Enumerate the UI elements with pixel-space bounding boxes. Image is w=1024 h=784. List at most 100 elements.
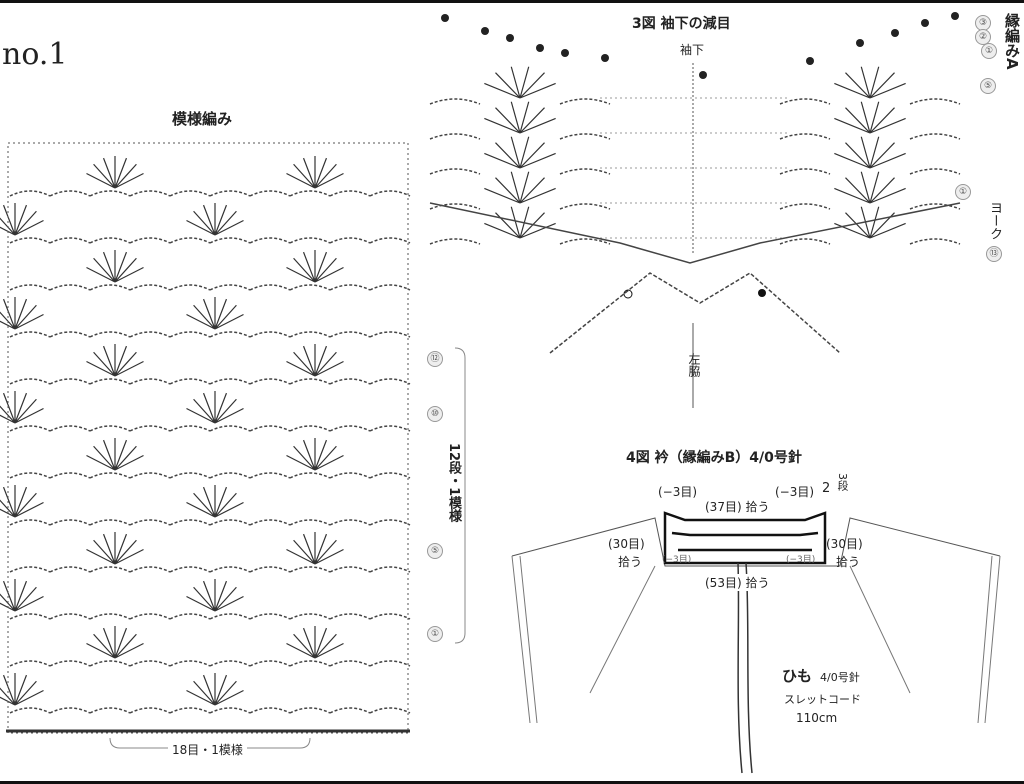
underarm-edge	[549, 272, 841, 354]
chain-arc	[169, 707, 211, 714]
chain-arc	[329, 378, 371, 385]
fan-stitch	[186, 391, 244, 424]
chain-arc	[49, 613, 91, 620]
chain-arc	[779, 203, 831, 210]
fan-stitch	[0, 673, 44, 706]
chain-arc	[369, 707, 411, 714]
chain-arc	[129, 707, 171, 714]
chain-arc	[209, 613, 251, 620]
picot-dot	[921, 19, 929, 27]
fan-stitch	[834, 206, 906, 239]
chain-arc	[249, 613, 291, 620]
chain-arc	[329, 566, 371, 573]
chain-arc	[129, 284, 171, 291]
chain-arc	[209, 284, 251, 291]
row-marker-5: ⑤	[427, 543, 443, 559]
chain-arc	[289, 660, 331, 667]
chain-arc	[9, 707, 51, 714]
row-marker-10: ⑩	[427, 406, 443, 422]
chain-arc	[329, 284, 371, 291]
chain-arc	[89, 237, 131, 244]
chain-arc	[169, 660, 211, 667]
chain-arc	[89, 707, 131, 714]
picot-dot	[481, 27, 489, 35]
fan-stitch	[86, 250, 144, 283]
chain-arc	[369, 613, 411, 620]
fan-stitch	[834, 101, 906, 134]
tie-cord	[737, 562, 753, 774]
fan-stitch	[484, 136, 556, 169]
chain-arc	[289, 707, 331, 714]
chain-arc	[909, 238, 961, 245]
chain-arc	[9, 331, 51, 338]
fig3-marker-5: ⑤	[980, 78, 996, 94]
chain-arc	[249, 425, 291, 432]
chain-arc	[429, 238, 481, 245]
raglan-lines	[589, 565, 911, 694]
fan-stitch	[286, 344, 344, 377]
fan-stitch	[484, 66, 556, 99]
chain-arc	[9, 613, 51, 620]
left-sleeve-edge	[511, 555, 538, 724]
picot-dot	[806, 57, 814, 65]
chain-arc	[429, 133, 481, 140]
chain-arc	[129, 425, 171, 432]
repeat-rows-label: 12段・1模様	[446, 443, 461, 523]
chain-arc	[289, 331, 331, 338]
fig4-pick-bottom: (53目) 拾う	[705, 574, 770, 591]
chain-arc	[209, 472, 251, 479]
chain-arc	[779, 133, 831, 140]
fan-stitch	[0, 579, 44, 612]
fig3-title: 3図 袖下の減目	[632, 16, 731, 32]
chain-arc	[329, 519, 371, 526]
chain-arc	[49, 660, 91, 667]
chain-arc	[129, 613, 171, 620]
chain-arc	[289, 284, 331, 291]
picot-dot	[699, 71, 707, 79]
chain-arc	[369, 284, 411, 291]
chain-arc	[369, 237, 411, 244]
chain-arc	[369, 519, 411, 526]
edge-marker-1: ①	[981, 43, 997, 59]
body-neckline	[511, 517, 1001, 567]
chain-arc	[169, 613, 211, 620]
repeat-stitches-label: 18目・1模様	[168, 741, 247, 758]
collar-outer	[663, 511, 827, 565]
fig4-dec-left: (−3目)	[658, 485, 698, 499]
left-chart-border	[7, 142, 409, 734]
chain-arc	[169, 190, 211, 197]
fig4-pick-top: (37目) 拾う	[705, 500, 770, 514]
chain-arc	[49, 519, 91, 526]
fig4-inner-left: (−3目)	[662, 555, 692, 565]
chain-arc	[209, 425, 251, 432]
chain-arc	[559, 133, 611, 140]
fan-stitch	[484, 171, 556, 204]
chain-arc	[289, 566, 331, 573]
yoke-row-marker: ⑬	[986, 246, 1002, 262]
chain-arc	[329, 331, 371, 338]
chain-arc	[129, 237, 171, 244]
chain-arc	[89, 566, 131, 573]
fan-stitch	[484, 101, 556, 134]
picot-dot	[951, 12, 959, 20]
fan-stitch	[834, 136, 906, 169]
chain-arc	[49, 566, 91, 573]
chain-arc	[9, 237, 51, 244]
chain-arc	[329, 425, 371, 432]
fan-stitch	[86, 344, 144, 377]
chain-arc	[329, 660, 371, 667]
chain-arc	[209, 378, 251, 385]
chain-arc	[89, 331, 131, 338]
chain-arc	[129, 472, 171, 479]
chain-arc	[329, 613, 371, 620]
chain-arc	[9, 519, 51, 526]
fan-stitch	[834, 66, 906, 99]
fig4-pick-right-count: (30目)	[826, 537, 863, 551]
chain-arc	[169, 284, 211, 291]
chain-arc	[249, 284, 291, 291]
chain-arc	[289, 378, 331, 385]
chain-arc	[169, 472, 211, 479]
chain-arc	[9, 190, 51, 197]
chain-arc	[89, 284, 131, 291]
